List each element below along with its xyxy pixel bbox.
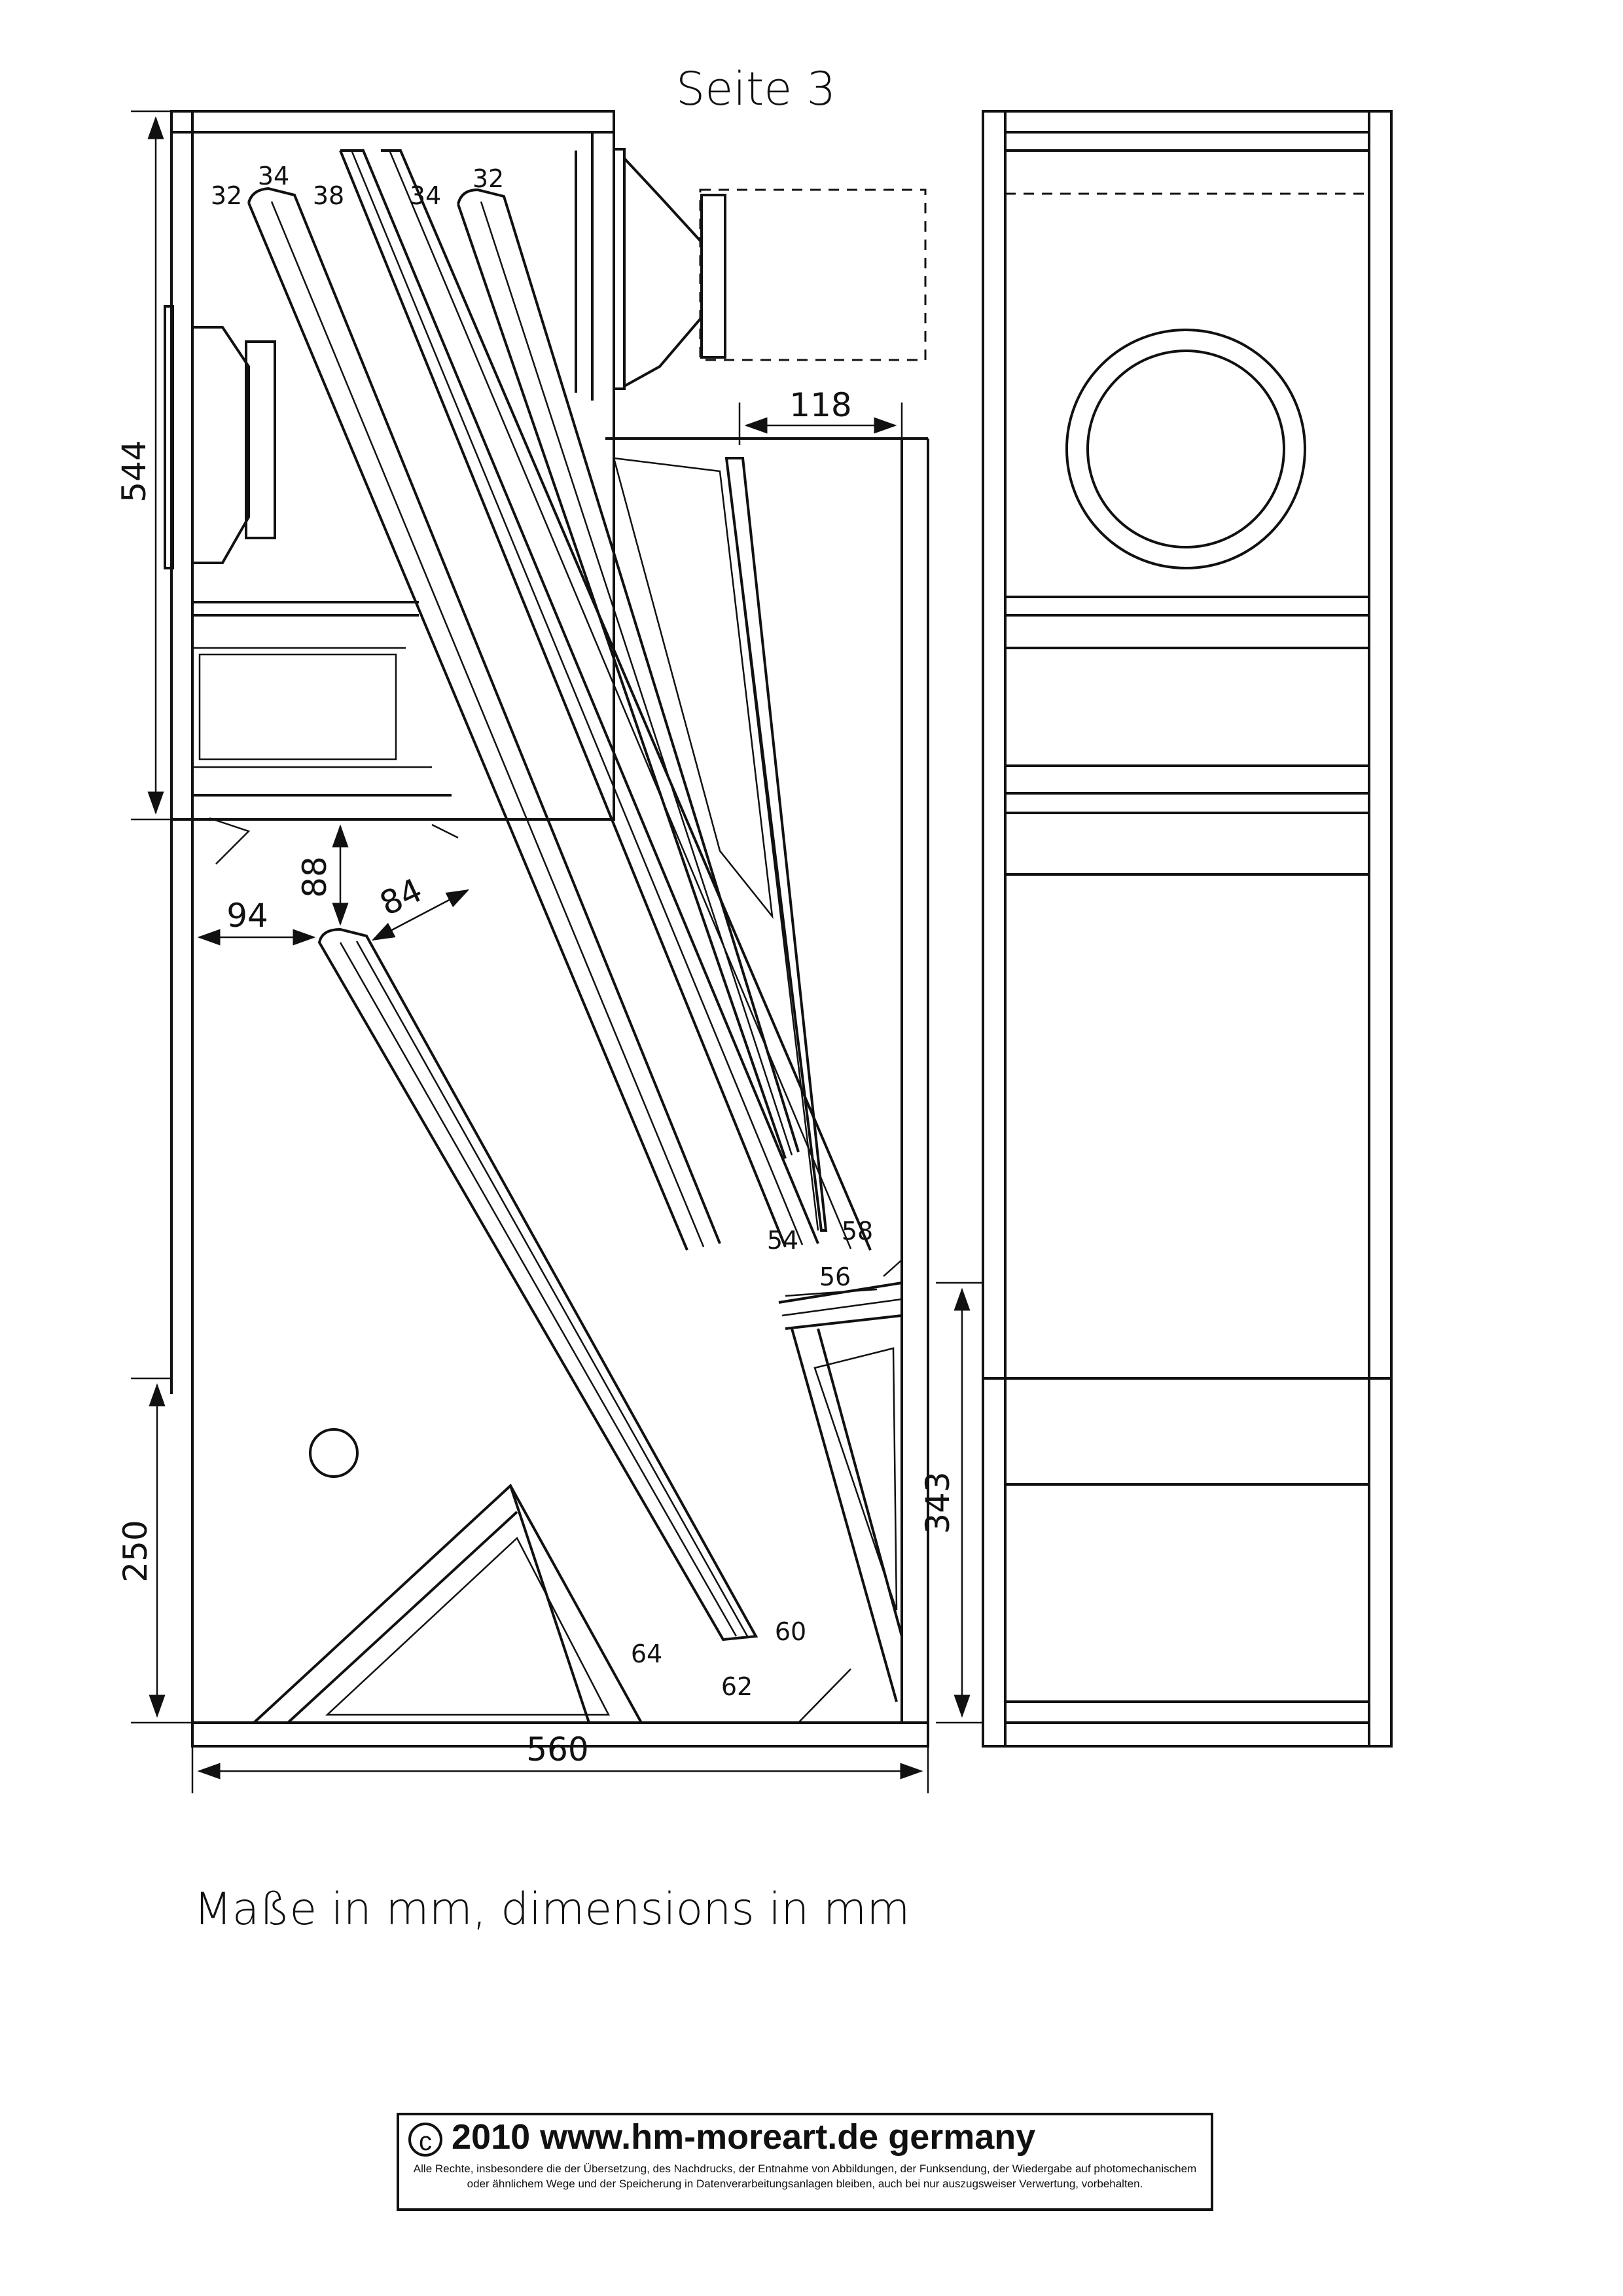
page-title: Seite 3 xyxy=(676,62,836,116)
part-label-60: 60 xyxy=(775,1617,806,1646)
dim-343: 343 xyxy=(919,1471,957,1534)
dim-560: 560 xyxy=(526,1731,588,1768)
part-label-32a: 32 xyxy=(211,181,242,210)
part-label-54: 54 xyxy=(767,1226,798,1255)
copyright-fine-print: Alle Rechte, insbesondere die der Überse… xyxy=(413,2162,1197,2190)
part-label-58: 58 xyxy=(842,1217,873,1246)
copyright-headline: c 2010 www.hm-moreart.de germany xyxy=(408,2117,1035,2157)
dimension-lines xyxy=(131,110,982,1793)
side-section-view xyxy=(164,110,929,1748)
units-note: Maße in mm, dimensions in mm xyxy=(194,1884,910,1935)
dim-250: 250 xyxy=(116,1520,154,1582)
copyright-headline-text: 2010 www.hm-moreart.de germany xyxy=(452,2117,1036,2157)
front-view xyxy=(982,110,1393,1748)
dim-94: 94 xyxy=(226,897,268,935)
part-label-56: 56 xyxy=(819,1263,851,1291)
part-label-34b: 34 xyxy=(410,181,441,210)
part-label-32b: 32 xyxy=(473,164,504,193)
copyright-icon: c xyxy=(408,2122,442,2157)
part-label-62: 62 xyxy=(721,1672,753,1701)
dim-118: 118 xyxy=(789,386,851,424)
dim-88: 88 xyxy=(296,856,334,898)
part-label-34a: 34 xyxy=(258,162,289,190)
copyright-box: c 2010 www.hm-moreart.de germany Alle Rec… xyxy=(397,2113,1213,2211)
dim-544: 544 xyxy=(115,440,153,502)
part-label-64: 64 xyxy=(631,1640,662,1668)
part-label-38: 38 xyxy=(313,181,344,210)
